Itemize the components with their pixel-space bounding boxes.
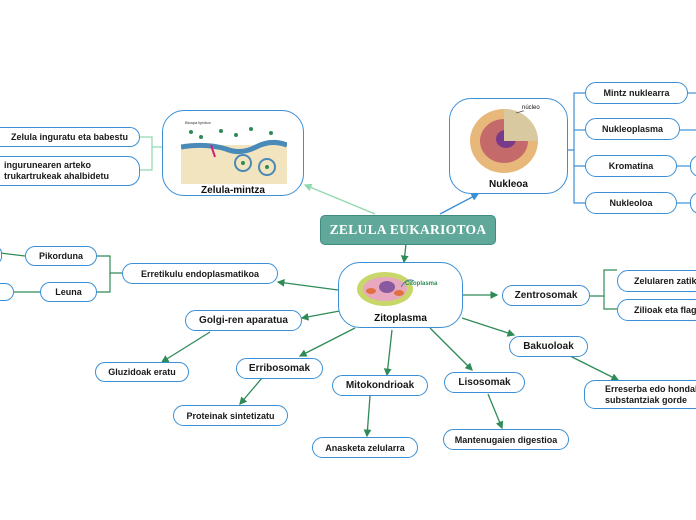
- cytoplasm-image: [355, 269, 415, 309]
- erretikulu-endoplasmatikoa[interactable]: Erretikulu endoplasmatikoa: [122, 263, 278, 284]
- zitoplasma-node[interactable]: Citoplasma Zitoplasma: [338, 262, 463, 328]
- zelula-mintza-title: Zelula-mintza: [201, 185, 265, 196]
- cytoplasm-image-caption: Citoplasma: [405, 281, 438, 287]
- zelula-mintza-child-1[interactable]: Zelula inguratu eta babestu: [0, 127, 140, 147]
- lisosomak-child[interactable]: Mantenugaien digestioa: [443, 429, 569, 450]
- nukleoa-child-mintz-nuklearra[interactable]: Mintz nuklearra: [585, 82, 688, 104]
- membrane-image-caption: Bicapa lipidica: [185, 120, 211, 125]
- nukleoa-child-nukleoplasma[interactable]: Nukleoplasma: [585, 118, 680, 140]
- golgi-aparatua[interactable]: Golgi-ren aparatua: [185, 310, 302, 331]
- zentrosomak[interactable]: Zentrosomak: [502, 285, 590, 306]
- erretikulu-child-leuna[interactable]: Leuna: [40, 282, 97, 302]
- nucleus-image-caption: núcleo: [522, 105, 540, 111]
- bakuoloak-child[interactable]: Erreserba edo hondakinsubstantziak gorde: [584, 380, 696, 409]
- zitoplasma-title: Zitoplasma: [374, 313, 427, 324]
- erribosomak-child[interactable]: Proteinak sintetizatu: [173, 405, 288, 426]
- zelula-mintza-node[interactable]: Bicapa lipidica Zelula-mintza: [162, 110, 304, 196]
- nukleoa-child-nukleoloa[interactable]: Nukleoloa: [585, 192, 677, 214]
- nucleus-image: [468, 105, 540, 175]
- cytoplasm-pointer-arrow: [401, 279, 415, 288]
- leuna-child-partial[interactable]: [0, 283, 14, 301]
- root-title[interactable]: ZELULA EUKARIOTOA: [320, 215, 496, 245]
- zentrosomak-child-1[interactable]: Zelularen zatike: [617, 270, 696, 292]
- bakuoloak[interactable]: Bakuoloak: [509, 336, 588, 357]
- erribosomak[interactable]: Erribosomak: [236, 358, 323, 379]
- mitokondrioak-child[interactable]: Anasketa zelularra: [312, 437, 418, 458]
- mitokondrioak[interactable]: Mitokondrioak: [332, 375, 428, 396]
- erretikulu-child-pikorduna[interactable]: Pikorduna: [25, 246, 97, 266]
- lisosomak[interactable]: Lisosomak: [444, 372, 525, 393]
- nukleoa-child-kromatina[interactable]: Kromatina: [585, 155, 677, 177]
- golgi-child[interactable]: Gluzidoak eratu: [95, 362, 189, 382]
- nukleoa-title: Nukleoa: [489, 179, 528, 190]
- nukleoa-node[interactable]: núcleo Nukleoa: [449, 98, 568, 194]
- zentrosomak-child-2[interactable]: Zilioak eta flage: [617, 299, 696, 321]
- membrane-image: Bicapa lipidica: [181, 117, 287, 184]
